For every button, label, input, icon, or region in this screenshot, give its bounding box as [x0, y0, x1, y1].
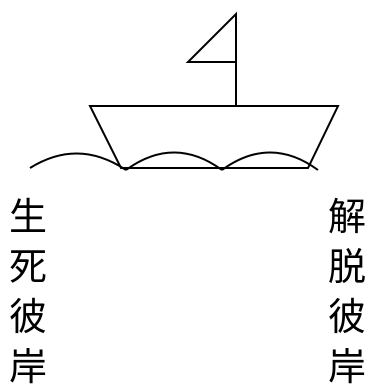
- wave-middle: [125, 151, 223, 171]
- left-char: 生: [8, 195, 47, 239]
- flag: [185, 11, 237, 63]
- right-char: 脱: [327, 245, 366, 289]
- right-char: 彼: [327, 295, 366, 339]
- right-char: 岸: [327, 345, 366, 389]
- left-char: 彼: [8, 295, 47, 339]
- left-char: 死: [8, 245, 47, 289]
- right-shore-label: 解 脱 彼 岸: [327, 192, 367, 392]
- wave-right: [221, 151, 319, 171]
- right-char: 解: [327, 195, 366, 239]
- wave-left: [29, 152, 127, 171]
- left-char: 岸: [8, 345, 47, 389]
- boat-hull: [88, 105, 340, 169]
- left-shore-label: 生 死 彼 岸: [8, 192, 48, 392]
